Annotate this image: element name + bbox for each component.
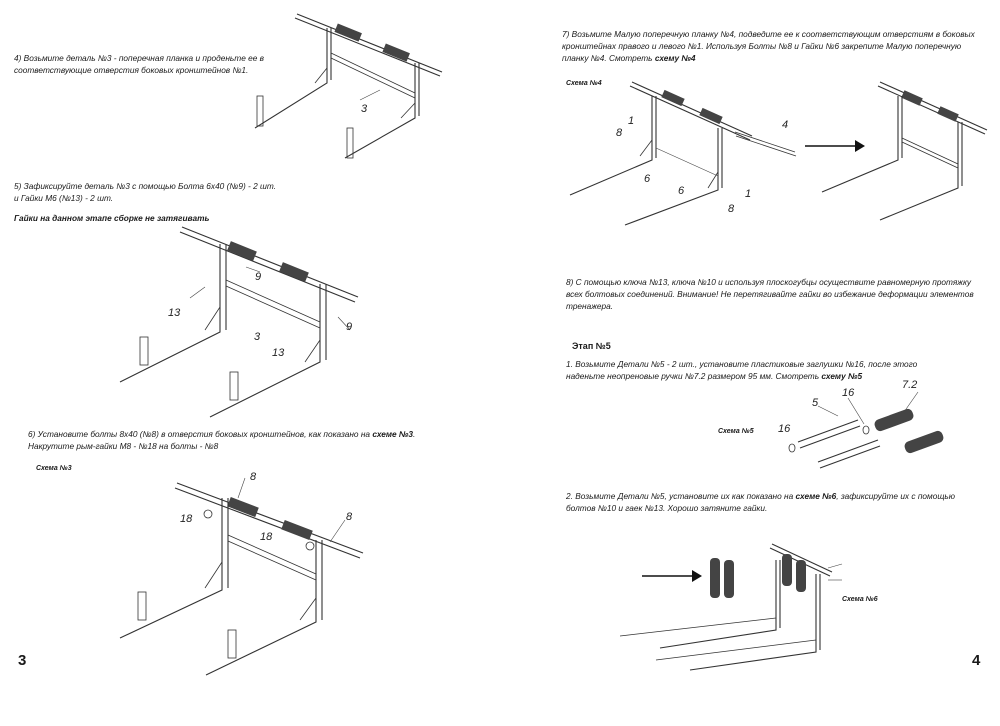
figure-crossbar-insert: 3 (235, 8, 455, 168)
step7-text-bold: схему №4 (654, 53, 696, 63)
page-number-left: 3 (18, 652, 27, 669)
scheme6-label: Схема №6 (842, 596, 878, 603)
figure-scheme-4: 1 8 4 6 6 1 8 (560, 80, 990, 230)
figure-scheme-6 (619, 540, 850, 680)
label-bolt-8-right: 8 (346, 511, 353, 523)
page-number-right: 4 (972, 652, 981, 669)
label-part-4: 4 (782, 119, 788, 131)
step6-text-tail: . Накрутите рым-гайки М8 - №18 на болты … (28, 429, 416, 451)
step8-text: 8) С помощью ключа №13, ключа №10 и испо… (566, 277, 974, 311)
stage5-step2-tail: , зафиксируйте их с помощью болтов №10 и… (566, 491, 955, 513)
label-part-1-bottom: 1 (745, 188, 751, 200)
label-plug-16-top: 16 (842, 387, 855, 399)
stage5-heading: Этап №5 (572, 341, 611, 351)
stage5-step2-main: 2. Возьмите Детали №5, установите их как… (566, 491, 794, 501)
stage5-step1-main: 1. Возьмите Детали №5 - 2 шт., установит… (566, 359, 918, 381)
label-grip-7-2: 7.2 (902, 379, 917, 391)
label-bolt-9-top: 9 (255, 271, 261, 283)
figure-bolt-fixing: 13 9 3 13 9 (110, 222, 370, 422)
stage5-step1-bold: схему №5 (821, 371, 863, 381)
scheme3-label: Схема №3 (36, 465, 72, 472)
label-bolt-13-left: 13 (168, 307, 181, 319)
label-nut-6-left: 6 (644, 173, 651, 185)
label-part-3: 3 (254, 331, 261, 343)
figure-scheme-5: 5 16 7.2 16 (778, 378, 958, 469)
label-bolt-8-left: 8 (616, 127, 623, 139)
step6-text: 6) Установите болты 8х40 (№8) в отверсти… (28, 428, 438, 452)
label-nut-6-mid: 6 (678, 185, 685, 197)
step6-text-main: 6) Установите болты 8х40 (№8) в отверсти… (28, 429, 371, 439)
label-eye-nut-18-mid: 18 (260, 531, 273, 543)
step4-text: 4) Возьмите деталь №3 - поперечная планк… (14, 53, 264, 75)
label-bolt-8-top: 8 (250, 471, 257, 483)
figure-scheme-3: 8 18 18 8 (110, 470, 370, 690)
label-plug-16-left: 16 (778, 423, 791, 435)
label-part-3: 3 (361, 103, 368, 115)
step5-text-line1: 5) Зафиксируйте деталь №3 с помощью Болт… (14, 181, 277, 191)
label-nut-13: 13 (272, 347, 285, 359)
step7-text-main: 7) Возьмите Малую поперечную планку №4, … (562, 29, 975, 63)
label-part-5: 5 (812, 397, 819, 409)
warning-text: Гайки на данном этапе сборке не затягива… (14, 213, 210, 223)
stage5-step1-text: 1. Возьмите Детали №5 - 2 шт., установит… (566, 358, 956, 382)
step6-text-bold: схеме №3 (372, 429, 414, 439)
label-eye-nut-18-left: 18 (180, 513, 193, 525)
scheme5-label: Схема №5 (718, 428, 754, 435)
step7-text: 7) Возьмите Малую поперечную планку №4, … (562, 28, 982, 64)
scheme4-label: Схема №4 (566, 80, 602, 87)
label-bolt-9-right: 9 (346, 321, 352, 333)
stage5-step2-bold: схеме №6 (795, 491, 837, 501)
step5-text-line2: и Гайки М6 (№13) - 2 шт. (14, 193, 114, 203)
stage5-step2-text: 2. Возьмите Детали №5, установите их как… (566, 490, 986, 514)
label-part-1-top: 1 (628, 115, 634, 127)
label-bolt-8-bottom: 8 (728, 203, 735, 215)
